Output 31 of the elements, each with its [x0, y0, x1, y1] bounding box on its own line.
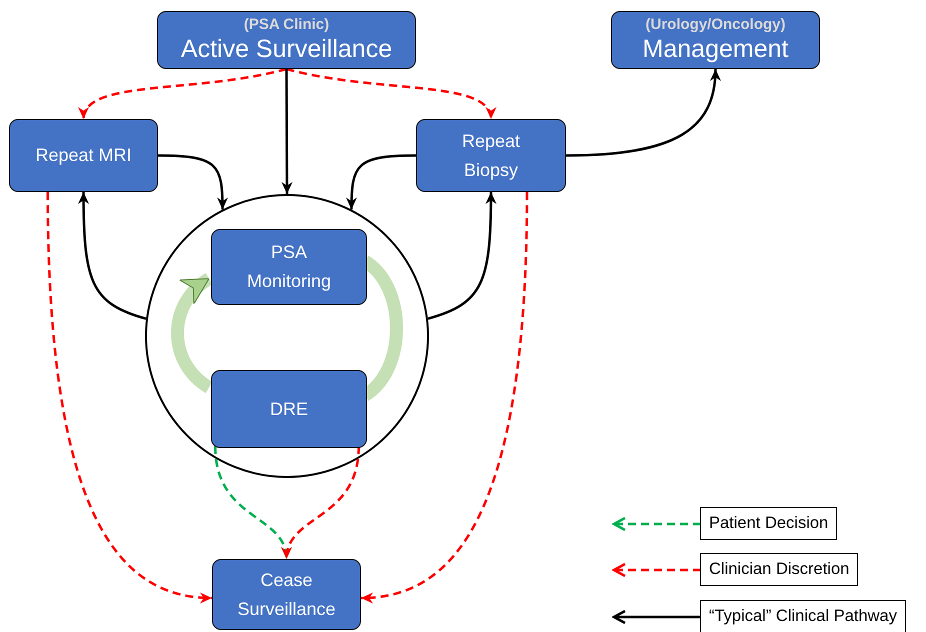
box-label: Active Surveillance	[180, 34, 392, 64]
box-label: PSA Monitoring	[246, 241, 332, 293]
process-box	[9, 119, 158, 192]
arrow	[360, 192, 528, 603]
arrow	[46, 192, 212, 603]
process-box	[211, 229, 367, 305]
arrow	[282, 446, 360, 560]
arrow	[346, 154, 416, 210]
process-box	[611, 11, 820, 69]
process-box	[157, 11, 416, 69]
arrow	[428, 192, 496, 320]
arrow	[281, 69, 292, 194]
box-label: DRE	[270, 398, 308, 420]
box-subheading: (PSA Clinic)	[244, 16, 330, 34]
cycle-arrow	[171, 273, 213, 393]
process-box	[416, 119, 566, 192]
process-box	[211, 370, 367, 448]
legend-label: “Typical” Clinical Pathway	[700, 600, 906, 632]
arrow	[286, 68, 494, 120]
box-label: Repeat MRI	[35, 144, 132, 167]
arrow	[81, 68, 287, 120]
box-label: Management	[642, 34, 788, 64]
box-subheading: (Urology/Oncology)	[646, 16, 786, 34]
legend-label: Clinician Discretion	[700, 553, 858, 586]
arrow	[158, 154, 228, 210]
box-label: Repeat Biopsy	[460, 130, 522, 182]
box-label: Cease Surveillance	[236, 568, 337, 620]
arrow	[566, 68, 720, 157]
legend-label: Patient Decision	[700, 507, 838, 540]
process-box	[212, 559, 361, 630]
arrow	[78, 192, 146, 320]
